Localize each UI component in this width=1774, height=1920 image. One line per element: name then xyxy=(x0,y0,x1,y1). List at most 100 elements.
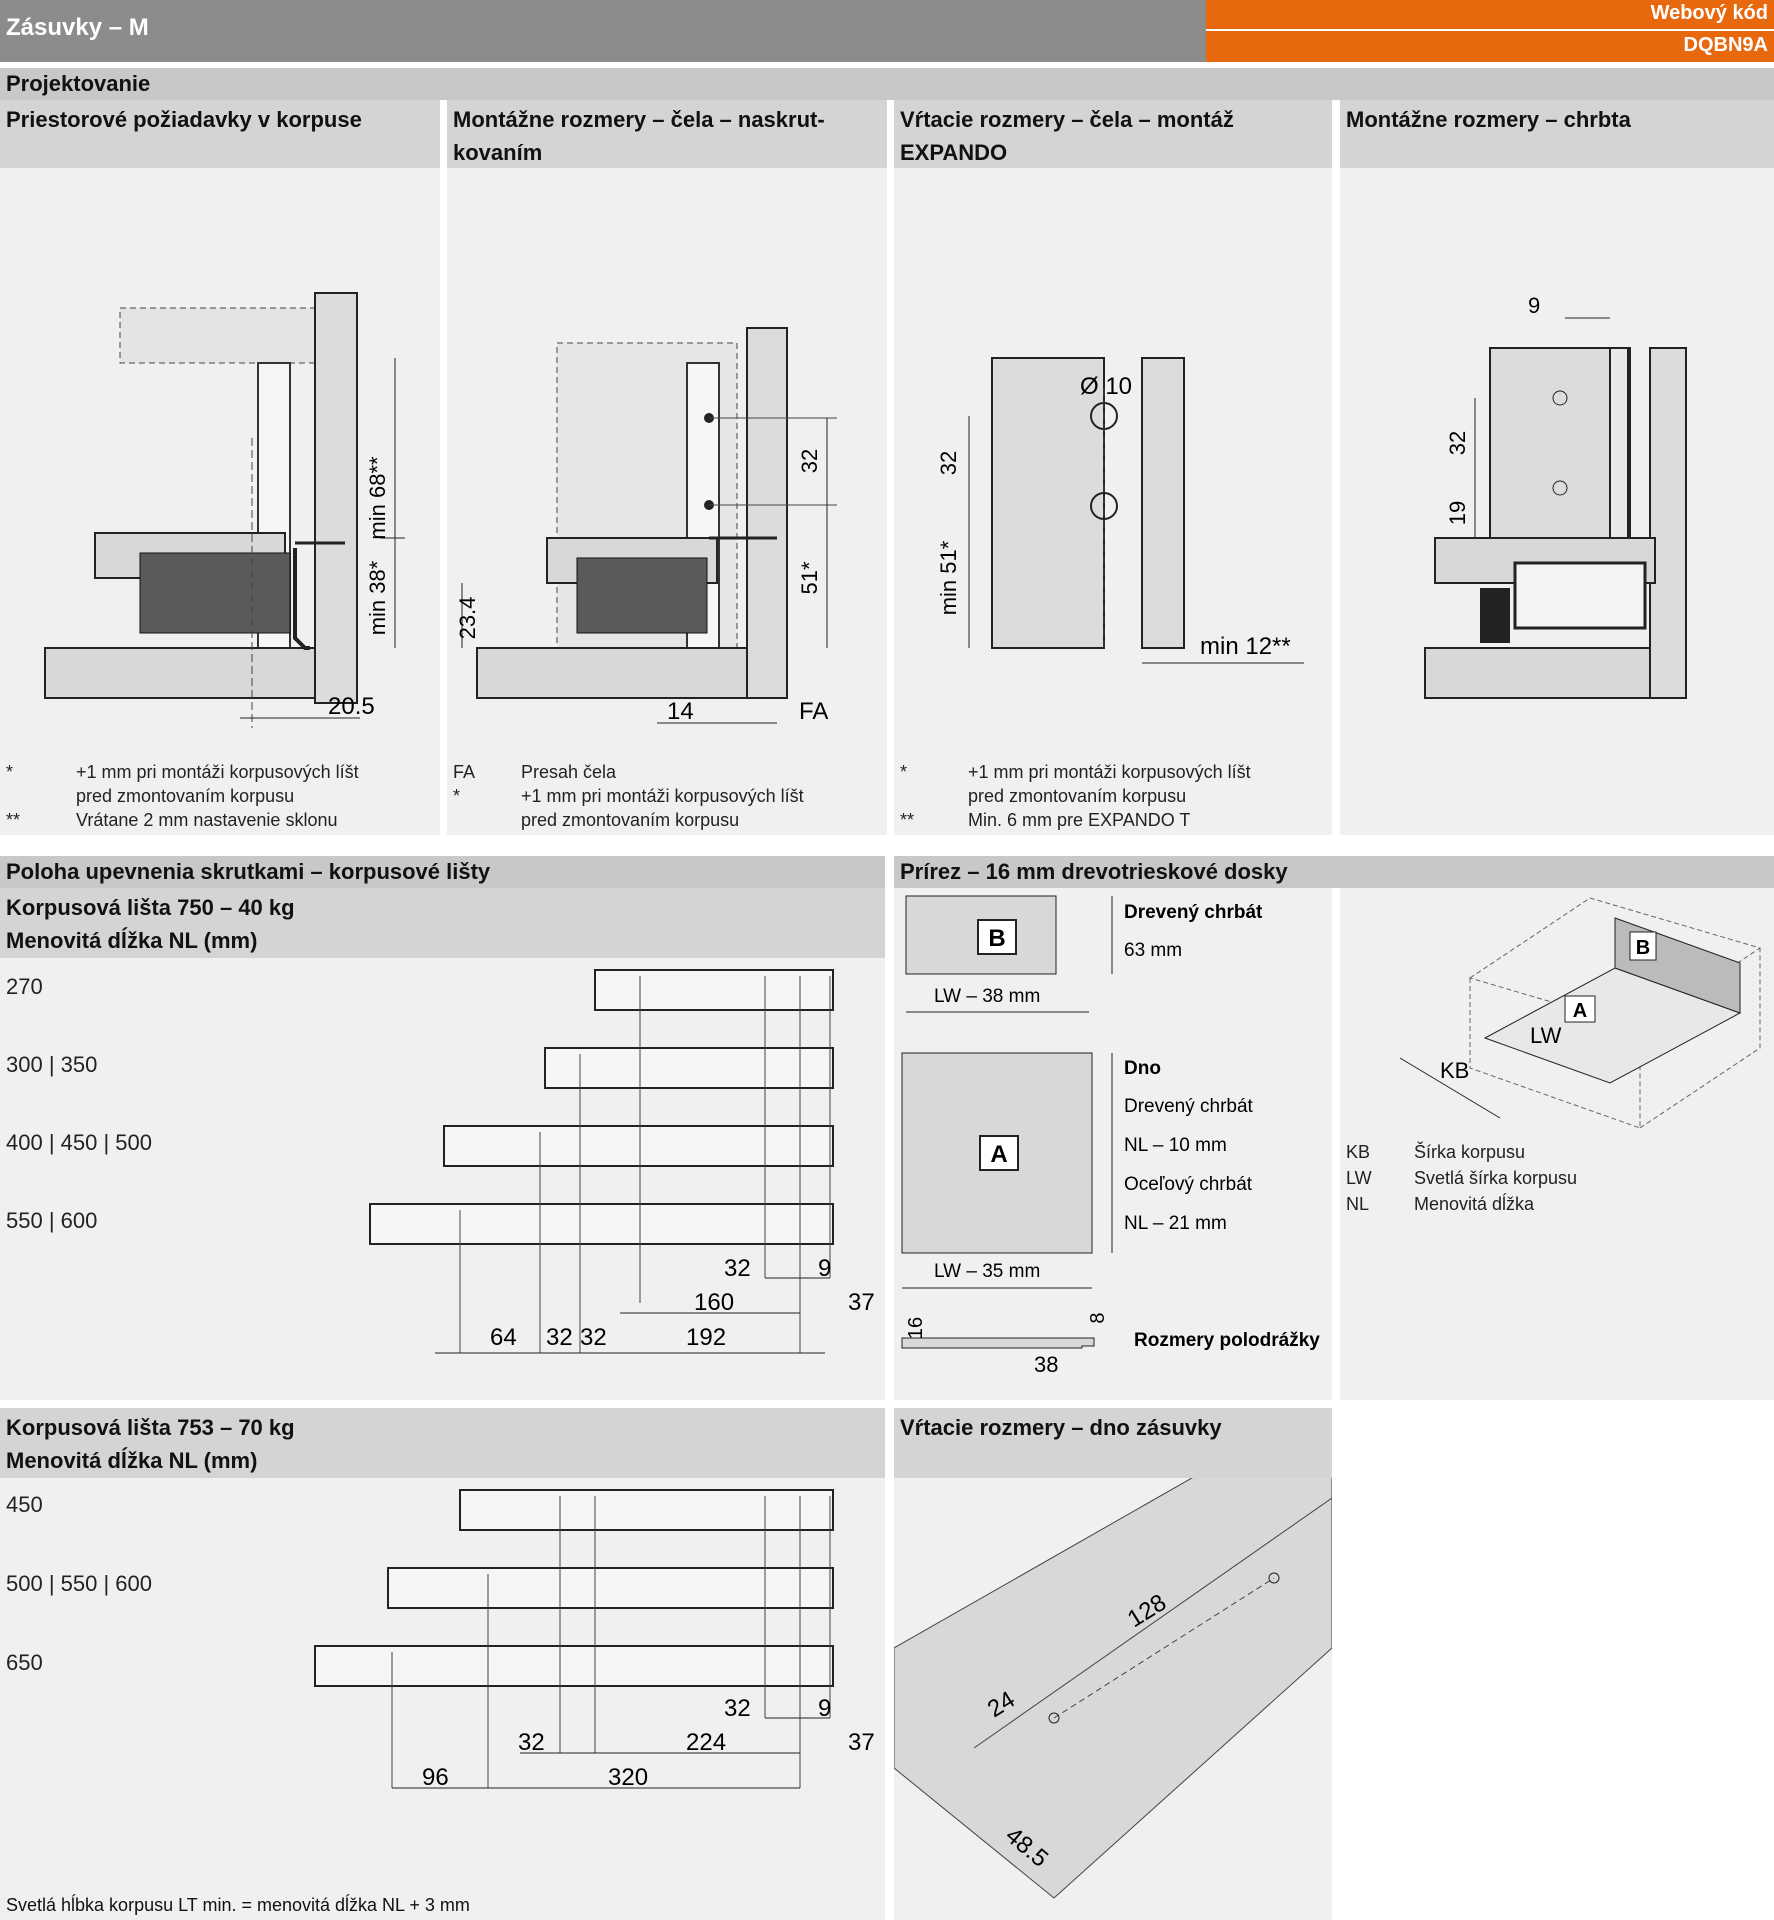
groove-profile xyxy=(901,1337,1095,1349)
dim-min51: min 51* xyxy=(936,540,961,615)
note-text: Min. 6 mm pre EXPANDO T xyxy=(968,810,1191,830)
rail750-title-line2: Menovitá dĺžka NL (mm) xyxy=(6,928,258,953)
groove-edge xyxy=(973,1497,1332,1749)
dim-32: 32 xyxy=(1445,431,1470,455)
note-key: * xyxy=(453,786,461,806)
panel-space-requirements xyxy=(0,100,440,835)
rail753-drawing: 32 9 32 224 37 96 320 xyxy=(314,1489,875,1791)
legend-text: Svetlá šírka korpusu xyxy=(1414,1168,1578,1188)
web-code-label: Webový kód xyxy=(1650,2,1768,24)
legend-text: Šírka korpusu xyxy=(1414,1142,1526,1162)
label-b: B xyxy=(988,925,1005,952)
a-line3: Oceľový chrbát xyxy=(1124,1174,1253,1195)
note-text: +1 mm pri montáži korpusových líšt xyxy=(968,762,1251,782)
drill-hole xyxy=(1048,1712,1060,1724)
panel4-title: Montážne rozmery – chrbta xyxy=(1340,100,1774,168)
panel2-title-line1: Montážne rozmery – čela – naskrut- xyxy=(453,107,825,132)
panel1-notes: *+1 mm pri montáži korpusových líšt pred… xyxy=(0,758,440,834)
dim-38: 38 xyxy=(1034,1352,1058,1377)
iso-drawer-drawing: B A LW KB xyxy=(1399,897,1762,1129)
rail-300-350 xyxy=(544,1047,834,1089)
note-text: Vrátane 2 mm nastavenie sklonu xyxy=(76,810,338,830)
rail750-row-label: 270 xyxy=(6,974,43,999)
legend-text: Menovitá dĺžka xyxy=(1414,1194,1535,1214)
note-key: ** xyxy=(6,810,21,830)
dim-32: 32 xyxy=(724,1695,751,1722)
label-a: A xyxy=(990,1141,1007,1168)
cabinet-front-dashed xyxy=(1469,978,1641,1129)
rail750-row-label: 400 | 450 | 500 xyxy=(6,1130,152,1155)
section-projektovanie: Projektovanie xyxy=(0,68,1774,100)
note-text: +1 mm pri montáži korpusových líšt xyxy=(521,786,804,806)
front-expando-drawing: Ø 10 32 min 51* min 12** xyxy=(936,357,1304,664)
iso-label-lw: LW xyxy=(1530,1023,1562,1048)
dim-32: 32 xyxy=(936,451,961,475)
dim-32: 32 xyxy=(546,1324,573,1351)
dim-37: 37 xyxy=(848,1289,875,1316)
b-title: Drevený chrbát xyxy=(1124,902,1263,923)
iso-label-a: A xyxy=(1573,1000,1587,1022)
a-line4: NL – 21 mm xyxy=(1124,1213,1227,1234)
rail-450 xyxy=(459,1489,834,1531)
drill-hole xyxy=(1090,492,1118,520)
dim-32: 32 xyxy=(580,1324,607,1351)
front-panel xyxy=(991,357,1105,649)
drill-hole xyxy=(1268,1572,1280,1584)
web-code-divider xyxy=(1206,29,1774,31)
space-requirements-drawing: min 68** min 38* 20.5 xyxy=(44,292,405,728)
panel1-title: Priestorové požiadavky v korpuse xyxy=(0,100,440,168)
drawer-side xyxy=(257,362,291,684)
web-code: DQBN9A xyxy=(1683,34,1768,56)
dim-320: 320 xyxy=(608,1764,648,1791)
dim-160: 160 xyxy=(694,1289,734,1316)
rail753-title: Korpusová lišta 753 – 70 kg Menovitá dĺž… xyxy=(0,1408,885,1478)
rail750-drawing: 32 9 160 37 64 32 32 192 xyxy=(369,969,875,1354)
cabinet-bottom xyxy=(44,647,316,699)
dim-min68: min 68** xyxy=(365,456,390,540)
dim-19: 19 xyxy=(1445,501,1470,525)
note-text: +1 mm pri montáži korpusových líšt xyxy=(76,762,359,782)
rail-650 xyxy=(314,1645,834,1687)
drawer-front-dashed xyxy=(119,307,316,364)
rail-270 xyxy=(594,969,834,1011)
runner-profile xyxy=(293,548,310,650)
note-key: * xyxy=(900,762,908,782)
iso-label-b: B xyxy=(1636,937,1650,959)
panel3-title: Vŕtacie rozmery – čela – montáž EXPANDO xyxy=(894,100,1332,168)
dim-9: 9 xyxy=(818,1255,831,1282)
drill-axis xyxy=(1053,1577,1275,1719)
dim-32: 32 xyxy=(518,1729,545,1756)
legend-key: NL xyxy=(1346,1194,1370,1214)
dim-32: 32 xyxy=(797,449,822,473)
a-line2: NL – 10 mm xyxy=(1124,1135,1227,1156)
drawer-back xyxy=(1489,347,1631,539)
dim-8: 8 xyxy=(1087,1312,1109,1323)
drill-hole xyxy=(1552,390,1568,406)
dim-96: 96 xyxy=(422,1764,449,1791)
rail750-row-label: 550 | 600 xyxy=(6,1208,98,1233)
dim-23-4: 23.4 xyxy=(455,597,480,640)
rail753-title-line2: Menovitá dĺžka NL (mm) xyxy=(6,1448,258,1473)
dim-min12: min 12** xyxy=(1200,633,1291,660)
note-text: pred zmontovaním korpusu xyxy=(968,786,1187,806)
cabinet-side-dashed xyxy=(1639,948,1761,1129)
legend-key: LW xyxy=(1346,1168,1372,1188)
dim-kb-line xyxy=(1399,1057,1501,1119)
dim-9: 9 xyxy=(818,1695,831,1722)
footer-note: Svetlá hĺbka korpusu LT min. = menovitá … xyxy=(0,1893,885,1920)
dim-37: 37 xyxy=(848,1729,875,1756)
back-bracket xyxy=(1609,347,1629,539)
panel-front-expando xyxy=(894,100,1332,835)
runner-mechanism xyxy=(576,557,708,634)
cabinet-side-wall xyxy=(1649,347,1687,699)
cabinet-bottom xyxy=(1424,647,1651,699)
front-panel-side xyxy=(1141,357,1185,649)
dim-51: 51* xyxy=(797,561,822,594)
iso-label-kb: KB xyxy=(1440,1058,1469,1083)
rail753-title-line1: Korpusová lišta 753 – 70 kg xyxy=(6,1415,295,1440)
dim-14: 14 xyxy=(667,698,694,725)
cabinet-side-wall xyxy=(314,292,358,704)
label-box-a xyxy=(1564,995,1596,1023)
note-key: * xyxy=(6,762,14,782)
